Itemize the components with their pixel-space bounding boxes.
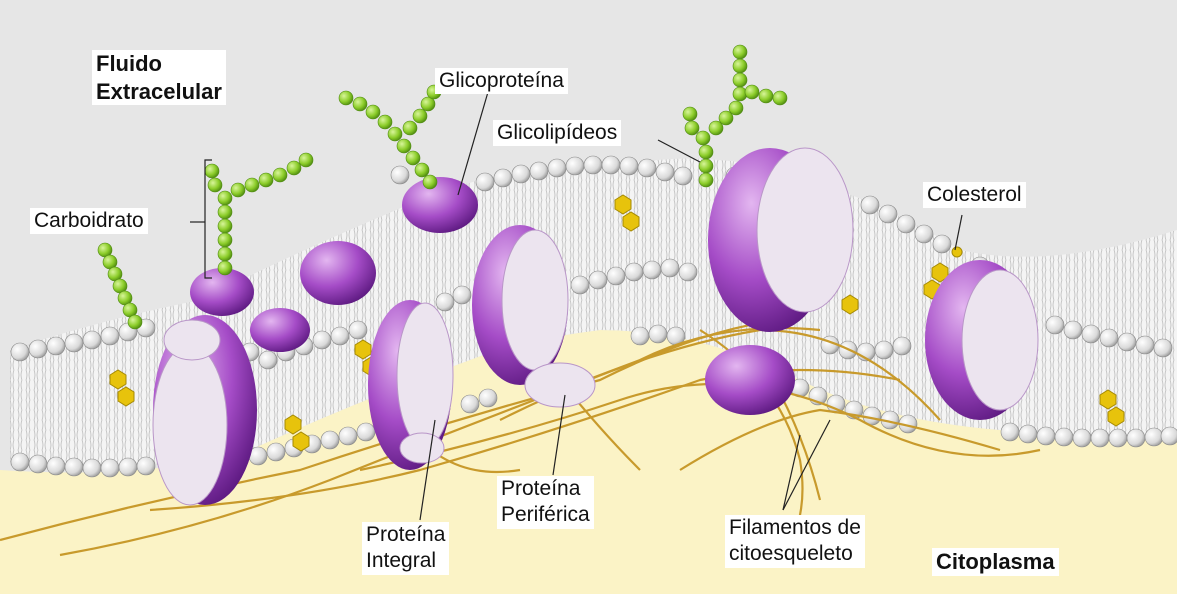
integral-protein-middle xyxy=(368,300,453,470)
integral-protein-right xyxy=(925,260,1038,420)
extracellular-label-line1: Fluido xyxy=(96,50,222,78)
peripheral-protein-label: Proteína Periférica xyxy=(497,476,594,529)
glycoprotein-label: Glicoproteína xyxy=(435,68,568,94)
cytoskeleton-filaments-label: Filamentos de citoesqueleto xyxy=(725,515,865,568)
peripheral-protein-line1: Proteína xyxy=(501,476,590,502)
peripheral-protein-top-3 xyxy=(250,308,310,352)
integral-protein-line2: Integral xyxy=(366,548,445,574)
carbohydrate-label: Carboidrato xyxy=(30,208,148,234)
peripheral-protein-line2: Periférica xyxy=(501,502,590,528)
filaments-line2: citoesqueleto xyxy=(729,541,861,567)
peripheral-protein-top-2 xyxy=(300,241,376,305)
extracellular-label-line2: Extracelular xyxy=(96,78,222,106)
integral-protein-line1: Proteína xyxy=(366,522,445,548)
cytoplasm-label: Citoplasma xyxy=(932,548,1059,576)
extracellular-fluid-label: Fluido Extracelular xyxy=(92,50,226,105)
cholesterol-head xyxy=(952,247,962,257)
integral-protein-label: Proteína Integral xyxy=(362,522,449,575)
integral-protein-left xyxy=(153,315,257,505)
peripheral-protein-top-1 xyxy=(190,268,254,316)
glycolipids-label: Glicolipídeos xyxy=(493,120,621,146)
glycoprotein-body xyxy=(402,177,478,233)
cholesterol-label: Colesterol xyxy=(923,182,1026,208)
filaments-line1: Filamentos de xyxy=(729,515,861,541)
